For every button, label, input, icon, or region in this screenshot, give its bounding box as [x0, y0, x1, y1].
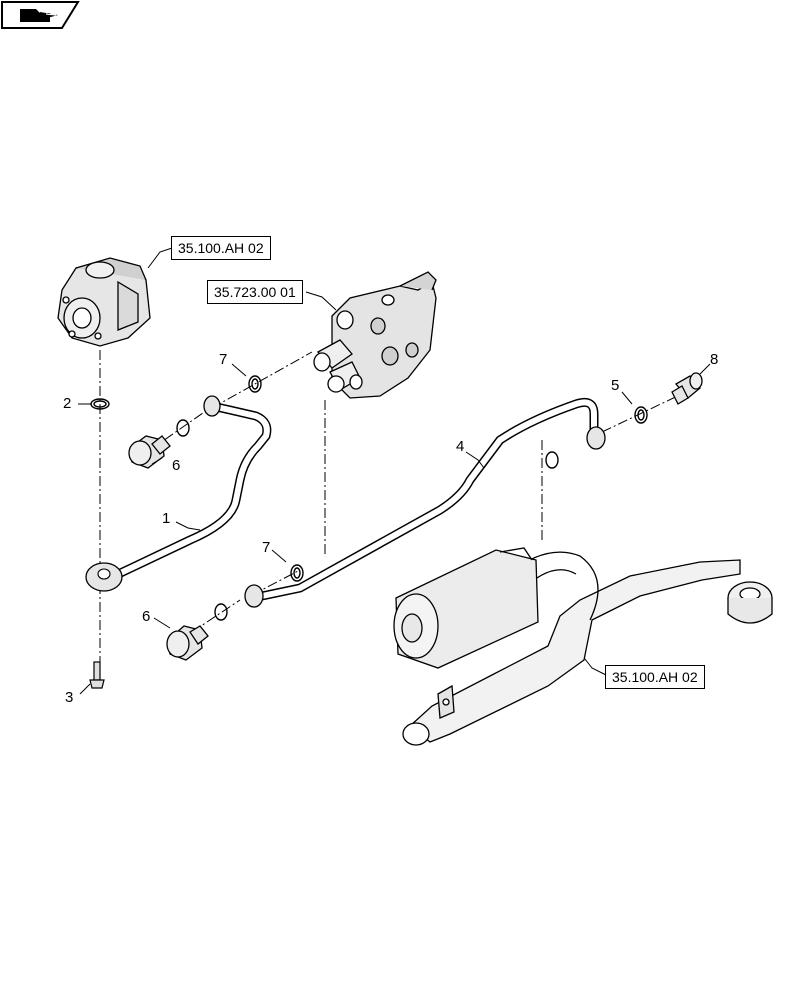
callout-3: 3 — [65, 689, 74, 706]
forward-arrow-folder-icon[interactable] — [1, 1, 80, 29]
pump-ref-leader — [147, 247, 173, 269]
mounting-screw — [89, 661, 105, 689]
plug-bolt — [671, 372, 703, 405]
valve-reference-label[interactable]: 35.723.00 01 — [207, 280, 303, 304]
callout-6-lower: 6 — [142, 608, 151, 625]
pump-reference-label[interactable]: 35.100.AH 02 — [171, 236, 271, 260]
callout-7-lower: 7 — [262, 539, 271, 556]
banjo-bolt-upper — [128, 435, 171, 469]
callout-leaders — [78, 363, 711, 695]
callout-1: 1 — [162, 510, 171, 527]
callout-5: 5 — [611, 377, 620, 394]
callout-8: 8 — [710, 351, 719, 368]
callout-7-upper: 7 — [219, 351, 228, 368]
callout-4: 4 — [456, 438, 465, 455]
callout-2: 2 — [63, 395, 72, 412]
seal-washers — [90, 375, 648, 621]
hydraulic-pump — [57, 257, 151, 347]
pipe-1 — [85, 395, 272, 592]
filter-assembly — [393, 547, 773, 746]
control-valve — [313, 271, 437, 399]
filter-reference-label[interactable]: 35.100.AH 02 — [605, 665, 705, 689]
center-lines — [99, 350, 687, 670]
banjo-bolt-lower — [166, 625, 209, 661]
callout-6-upper: 6 — [172, 457, 181, 474]
valve-ref-leader — [305, 291, 337, 311]
pipe-4 — [244, 397, 606, 608]
